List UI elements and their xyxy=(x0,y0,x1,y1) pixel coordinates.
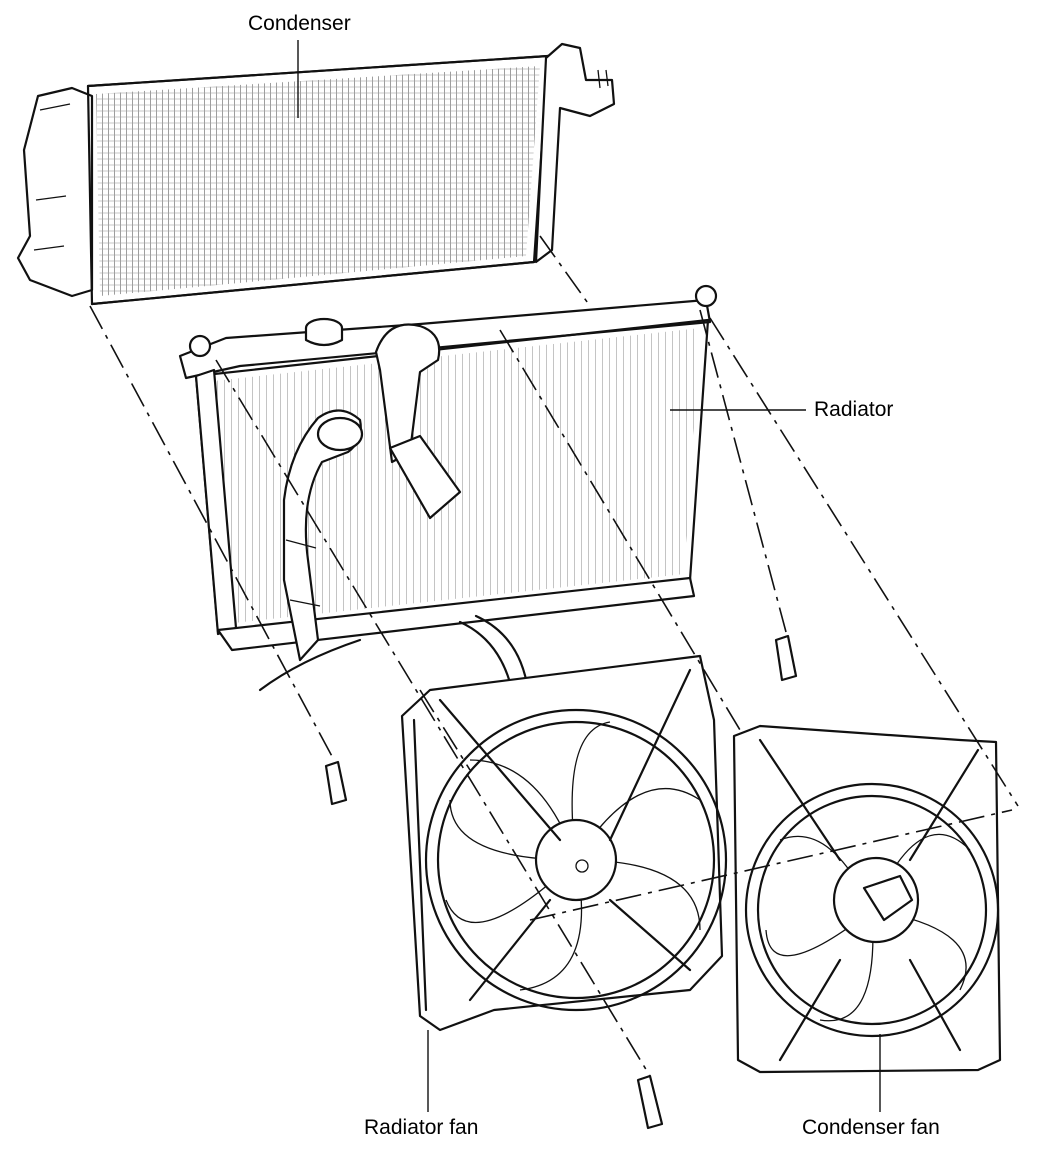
bolt-bottom xyxy=(636,1074,664,1130)
upper-hose xyxy=(374,323,441,464)
condenser-fan-struts xyxy=(758,738,980,1062)
label-condenser: Condenser xyxy=(248,12,351,35)
bolt-left xyxy=(324,760,348,806)
label-radiator-fan: Radiator fan xyxy=(364,1116,479,1139)
radiator-fan-struts xyxy=(438,668,692,1002)
leader-lines xyxy=(297,40,881,1112)
condenser-fan xyxy=(732,724,1002,1074)
alignment-lines xyxy=(89,235,1019,1077)
radiator-fan-motor xyxy=(534,818,618,902)
radiator xyxy=(178,284,718,692)
condenser-fan-motor xyxy=(832,856,920,944)
condenser-fan-ring xyxy=(744,782,1000,1038)
radiator-fan-ring xyxy=(424,708,728,1012)
condenser-left-bracket xyxy=(16,86,94,298)
bolts xyxy=(324,634,798,1130)
lower-hose xyxy=(282,409,362,662)
label-radiator: Radiator xyxy=(814,398,894,421)
radiator-fan xyxy=(400,654,728,1032)
condenser-right-bracket xyxy=(534,42,616,264)
bolt-right xyxy=(774,634,798,682)
label-condenser-fan: Condenser fan xyxy=(802,1116,940,1139)
condenser xyxy=(16,42,616,306)
